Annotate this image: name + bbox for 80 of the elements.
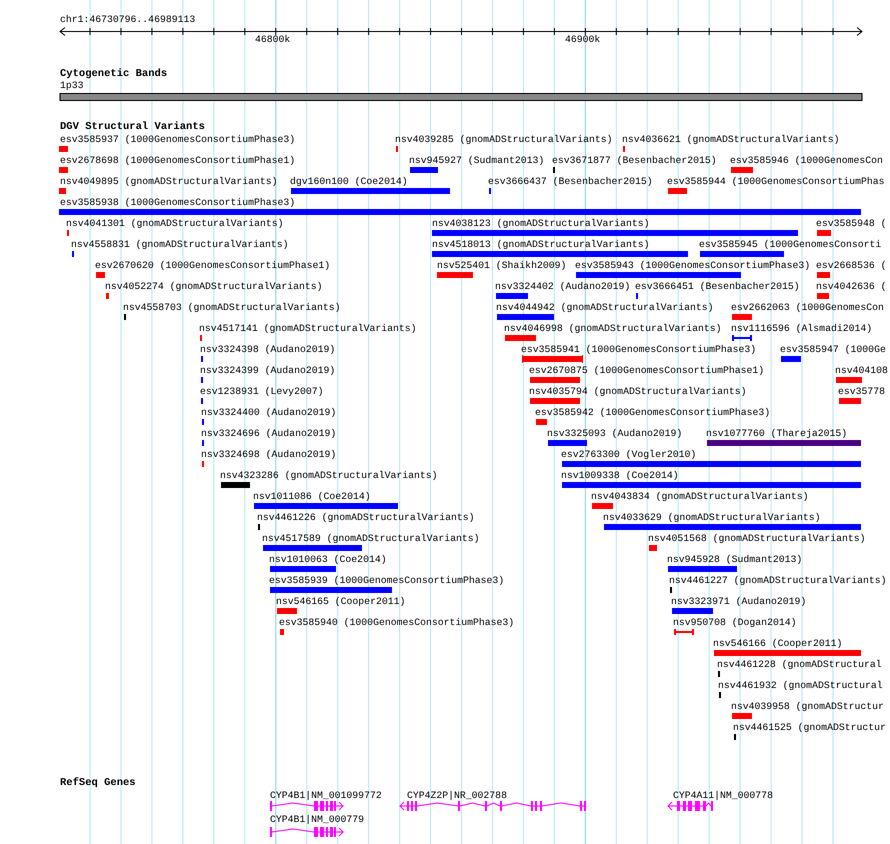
gene-label: CYP4B1|NM_000779 [270,814,364,826]
variant-label: esv3585946 (1000GenomesCon [730,155,883,167]
gene-label: CYP4B1|NM_001099772 [270,790,382,802]
variant-label: esv3585939 (1000GenomesConsortiumPhase3) [269,575,504,587]
variant-label: nsv546166 (Cooper2011) [713,638,842,650]
variant-label: esv3585943 (1000GenomesConsortiumPhase3) [575,260,810,272]
variant-label: nsv4033629 (gnomADStructuralVariants) [603,512,821,524]
tick-label: 46800k [255,34,290,46]
variant-label: nsv3324400 (Audano2019) [201,407,336,419]
variant-label: nsv4046998 (gnomADStructuralVariants) [504,323,722,335]
variant-label: esv3666437 (Besenbacher2015) [488,176,653,188]
variant-label: nsv1116596 (Alsmadi2014) [731,323,872,335]
variant-label: nsv1011086 (Coe2014) [253,491,371,503]
variant-label: nsv4461227 (gnomADStructuralVariants) [669,575,887,587]
variant-label: nsv546165 (Cooper2011) [276,596,406,608]
variant-label: nsv3324698 (Audano2019) [201,449,336,461]
variant-label: nsv4039285 (gnomADStructuralVariants) [395,134,613,146]
variant-label: esv2670875 (1000GenomesConsortiumPhase1) [529,365,764,377]
variant-label: esv3585944 (1000GenomesConsortiumPhas [667,176,885,188]
variant-label: esv2678698 (1000GenomesConsortiumPhase1) [60,155,296,167]
variant-label: nsv4043834 (gnomADStructuralVariants) [591,491,809,503]
variant-label: nsv4461228 (gnomADStructural [717,659,882,671]
variant-label: esv3585937 (1000GenomesConsortiumPhase3) [60,134,296,146]
variant-label: nsv4517589 (gnomADStructuralVariants) [262,533,480,545]
gene-label: CYP4Z2P|NR_002788 [407,790,507,802]
variant-label: nsv3324696 (Audano2019) [201,428,336,440]
variant-label: esv3585941 (1000GenomesConsortiumPhase3) [521,344,756,356]
variant-label: esv3585938 (1000GenomesConsortiumPhase3) [60,197,296,209]
variant-label: esv35778 [838,386,886,398]
gene-label: CYP4A11|NM_000778 [673,790,773,802]
variant-label: nsv4051568 (gnomADStructuralVariants) [648,533,866,545]
variant-label: esv3585948 ( [816,218,887,230]
variant-label: nsv4461932 (gnomADStructural [718,680,883,692]
variant-label: esv3585947 (1000Ge [780,344,886,356]
variant-label: esv2668536 ( [816,260,887,272]
variant-label: nsv950708 (Dogan2014) [673,617,796,629]
variant-label: nsv4044942 (gnomADStructuralVariants) [496,302,714,314]
variant-label: nsv4558703 (gnomADStructuralVariants) [123,302,341,314]
variant-label: esv2670620 (1000GenomesConsortiumPhase1) [95,260,330,272]
variant-label: nsv945928 (Sudmant2013) [667,554,802,566]
variant-label: esv1238931 (Levy2007) [200,386,324,398]
variant-label: nsv3325093 (Audano2019) [547,428,682,440]
variant-label: nsv404108 [835,365,888,377]
variant-label: dgv160n100 (Coe2014) [290,176,408,188]
variant-label: esv3585942 (1000GenomesConsortiumPhase3) [535,407,770,419]
track-title: RefSeq Genes [60,777,136,789]
variant-label: esv3585940 (1000GenomesConsortiumPhase3) [279,617,514,629]
variant-label: esv3585945 (1000GenomesConsorti [699,239,882,251]
variant-label: nsv4518013 (gnomADStructuralVariants) [432,239,650,251]
variant-label: nsv1077760 (Thareja2015) [706,428,848,440]
variant-label: esv2763300 (Vogler2010) [561,449,696,461]
variant-label: nsv3324398 (Audano2019) [200,344,336,356]
variant-label: nsv3323971 (Audano2019) [671,596,806,608]
variant-label: nsv4036621 (gnomADStructuralVariants) [622,134,840,146]
band-label: 1p33 [60,80,84,92]
variant-label: nsv4042636 ( [816,281,887,293]
variant-label: nsv4038123 (gnomADStructuralVariants) [432,218,650,230]
variant-label: nsv4052274 (gnomADStructuralVariants) [105,281,323,293]
variant-label: nsv1010063 (Coe2014) [269,554,387,566]
variant-label: nsv4461525 (gnomADStructur [733,722,886,734]
variant-label: nsv4041301 (gnomADStructuralVariants) [66,218,284,230]
coordinate-label: chr1:46730796..46989113 [60,14,196,26]
variant-label: nsv4323286 (gnomADStructuralVariants) [220,470,438,482]
track-title: Cytogenetic Bands [60,68,168,80]
variant-label: nsv4035794 (gnomADStructuralVariants) [529,386,747,398]
variant-label: nsv4461226 (gnomADStructuralVariants) [257,512,475,524]
track-title: DGV Structural Variants [60,121,205,133]
variant-label: nsv1009338 (Coe2014) [561,470,679,482]
variant-label: nsv3324402 (Audano2019) [495,281,630,293]
variant-label: nsv945927 (Sudmant2013) [409,155,544,167]
variant-label: esv3671877 (Besenbacher2015) [552,155,717,167]
variant-label: esv3666451 (Besenbacher2015) [635,281,800,293]
variant-label: nsv525401 (Shaikh2009) [437,260,566,272]
variant-label: nsv4049895 (gnomADStructuralVariants) [60,176,278,188]
variant-label: nsv3324399 (Audano2019) [200,365,336,377]
tick-label: 46900k [565,34,600,46]
variant-label: esv2662063 (1000GenomesCon [731,302,884,314]
variant-label: nsv4517141 (gnomADStructuralVariants) [199,323,417,335]
variant-label: nsv4039958 (gnomADStructur [731,701,884,713]
variant-label: nsv4558831 (gnomADStructuralVariants) [71,239,289,251]
